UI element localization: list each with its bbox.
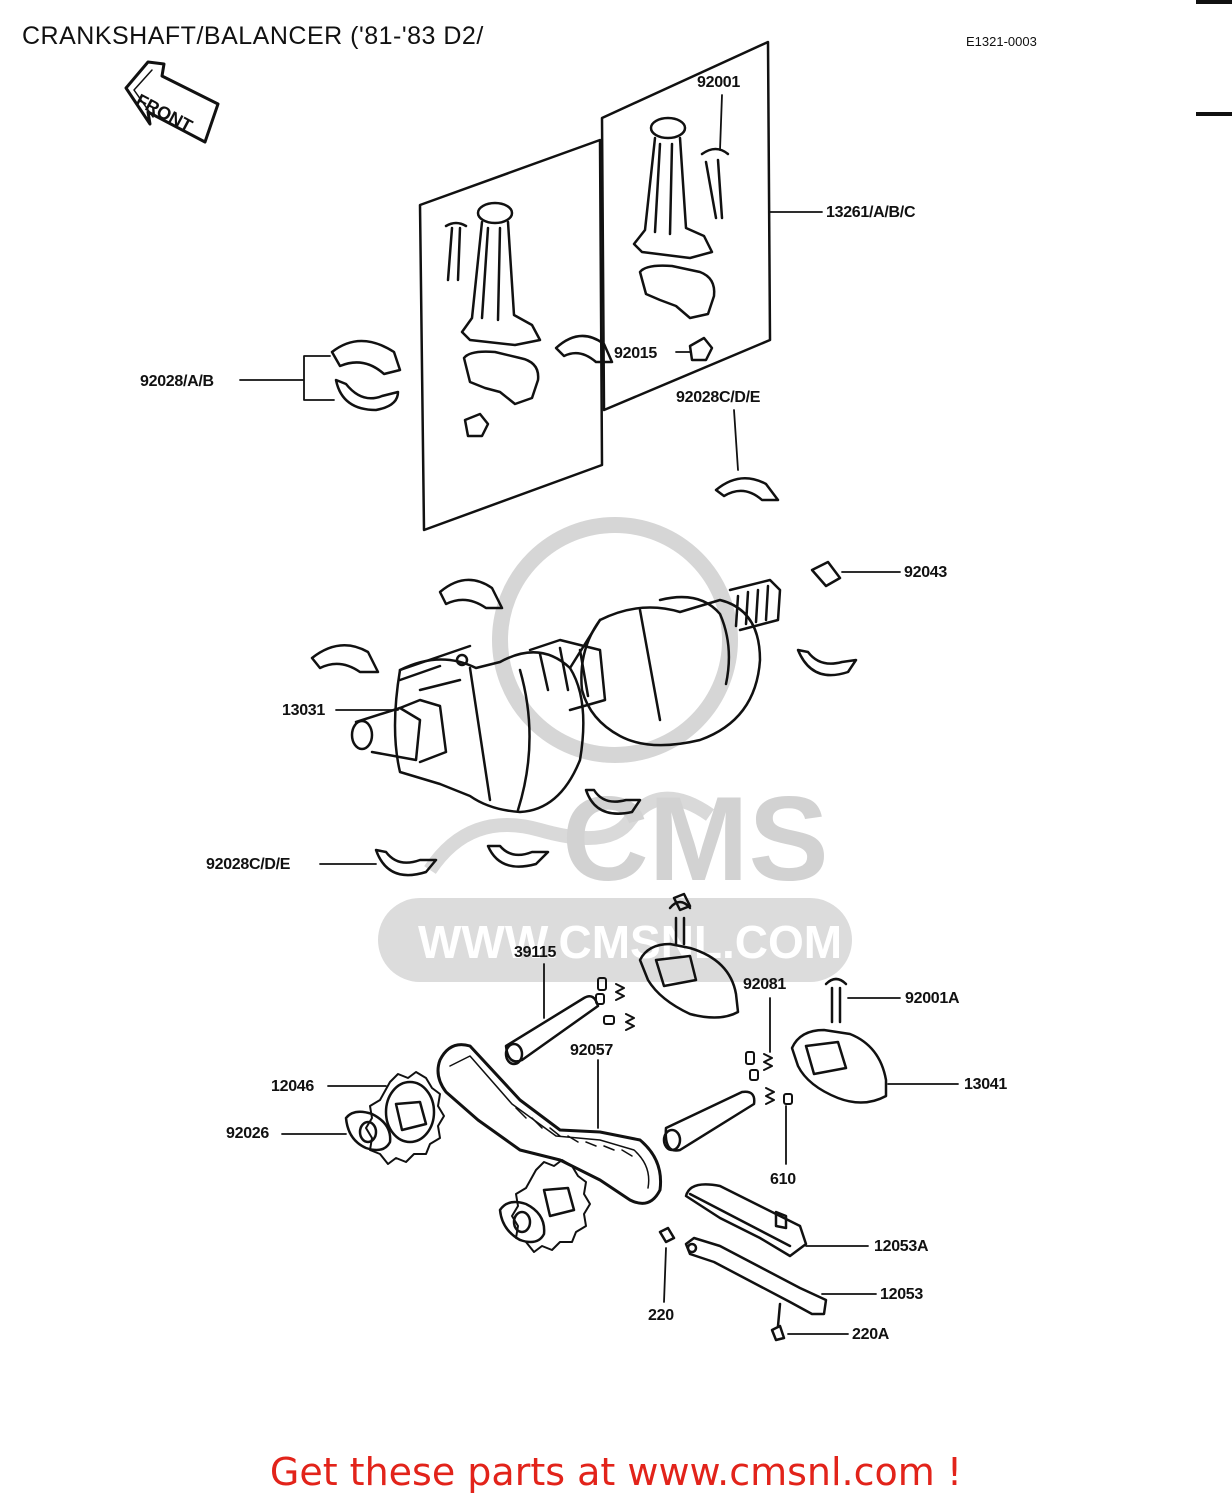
springs-and-pins-upper [595, 977, 635, 1031]
main-bearing-shell-5 [584, 788, 642, 815]
balancer-shaft-upper [504, 995, 600, 1066]
conrod-left [444, 201, 542, 438]
conrod-panel-right [600, 40, 772, 412]
bolt-220-icon [658, 1226, 676, 1244]
callout-92081[interactable]: 92081 [743, 976, 786, 993]
diagram-code: E1321-0003 [966, 34, 1037, 49]
callout-12053[interactable]: 12053 [880, 1286, 923, 1303]
callout-92057[interactable]: 92057 [570, 1042, 613, 1059]
front-arrow-icon [124, 60, 220, 144]
callout-92026[interactable]: 92026 [226, 1125, 269, 1142]
main-bearing-shell-7 [486, 844, 550, 868]
callout-220a[interactable]: 220A [852, 1326, 890, 1343]
leader-92001 [719, 94, 723, 151]
chain-tensioner-12053 [684, 1236, 828, 1316]
edge-mark-top [1196, 0, 1232, 4]
balancer-weight-lower [790, 977, 888, 1104]
bolt-upper-icon [672, 892, 692, 912]
callout-220[interactable]: 220 [648, 1307, 674, 1324]
edge-mark-rule [1196, 112, 1232, 116]
diagram-title: CRANKSHAFT/BALANCER ('81-'83 D2/ [22, 22, 484, 50]
balancer-shaft-lower [662, 1090, 756, 1152]
bolt-220a-icon [770, 1302, 786, 1342]
main-bearing-shell-1 [554, 334, 614, 364]
sprocket-lower [511, 1159, 591, 1253]
callout-13041[interactable]: 13041 [964, 1076, 1007, 1093]
leader-92028cde-top [733, 409, 739, 471]
watermark-brand: CMS [562, 772, 829, 906]
leader-220 [663, 1247, 667, 1303]
main-bearing-shell-2 [438, 578, 504, 610]
bearing-shell-lower-left [334, 378, 400, 412]
main-bearing-shell-6 [374, 848, 438, 877]
balancer-weight-upper [638, 900, 740, 1019]
bearing-shell-upper-left [330, 339, 402, 376]
callout-12046[interactable]: 12046 [271, 1078, 314, 1095]
washer-92026 [344, 1110, 392, 1152]
conrod-right [632, 116, 730, 362]
callout-13031[interactable]: 13031 [282, 702, 325, 719]
callout-92015[interactable]: 92015 [614, 345, 657, 362]
dowel-pin [810, 560, 842, 588]
callout-13261[interactable]: 13261/A/B/C [826, 204, 916, 221]
watermark-swoosh [424, 791, 715, 875]
callout-610[interactable]: 610 [770, 1171, 796, 1188]
bearing-shell-top-right [714, 477, 780, 502]
callout-92028cde-top[interactable]: 92028C/D/E [676, 389, 761, 406]
callout-92001a[interactable]: 92001A [905, 990, 960, 1007]
main-bearing-shell-4 [796, 648, 858, 677]
crankshaft [350, 578, 782, 814]
footer-cta-link[interactable]: Get these parts at www.cmsnl.com ! [269, 1450, 963, 1494]
callout-92043[interactable]: 92043 [904, 564, 947, 581]
watermark-url: WWW.CMSNL.COM [418, 916, 843, 968]
leader-92028ab [239, 355, 335, 401]
callout-12053a[interactable]: 12053A [874, 1238, 929, 1255]
callout-92028ab[interactable]: 92028/A/B [140, 373, 214, 390]
watermark-ring [492, 517, 738, 763]
sprocket-12046 [365, 1071, 445, 1165]
chain-guide-12053a [684, 1183, 808, 1258]
springs-and-pins-lower [745, 1051, 793, 1105]
callout-92028cde-bottom[interactable]: 92028C/D/E [206, 856, 291, 873]
watermark-url-bar [378, 898, 852, 982]
callout-39115[interactable]: 39115 [514, 944, 557, 961]
washer-lower [498, 1200, 546, 1244]
conrod-panel-left [418, 138, 604, 532]
balancer-chain [436, 1043, 663, 1205]
callout-92001[interactable]: 92001 [697, 74, 740, 91]
main-bearing-shell-3 [310, 644, 380, 674]
